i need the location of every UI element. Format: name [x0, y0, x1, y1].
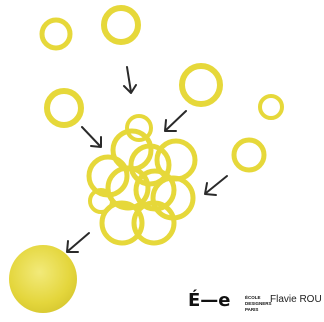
school-name-line: DESIGNERS: [245, 301, 272, 306]
loose-ring: [104, 8, 138, 42]
arrow-icon: [67, 233, 89, 252]
ring-cluster: [89, 131, 195, 243]
arrow-icon: [205, 176, 227, 195]
school-name-line: PARIS: [245, 307, 258, 312]
arrow-icon: [165, 111, 186, 131]
loose-ring: [47, 91, 81, 125]
solid-ball: [9, 245, 77, 313]
loose-ring: [260, 96, 282, 118]
credit-block: É—e ÉCOLE DESIGNERS PARIS Flavie ROU: [188, 289, 322, 312]
loose-ring: [182, 66, 220, 104]
author-name: Flavie ROU: [270, 294, 322, 305]
loose-ring: [234, 140, 264, 170]
loose-ring: [42, 20, 70, 48]
school-logo: É—e: [188, 289, 231, 311]
arrow-icon: [124, 67, 136, 93]
solid-ball-shape: [9, 245, 77, 313]
arrow-icon: [82, 127, 101, 147]
school-name-line: ÉCOLE: [245, 293, 261, 300]
